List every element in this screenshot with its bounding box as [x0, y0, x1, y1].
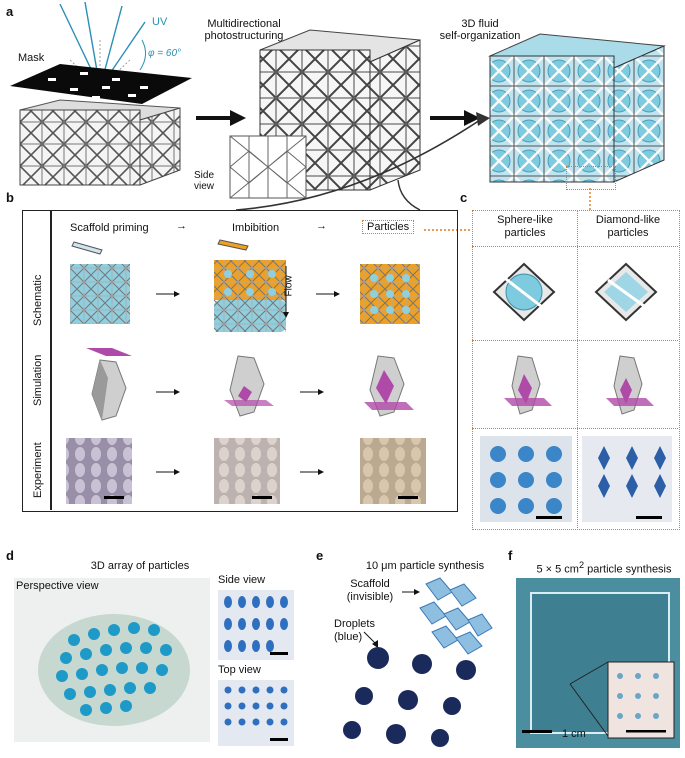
droplets-line1: Droplets — [334, 618, 375, 630]
side-view-d-label: Side view — [218, 574, 266, 586]
arrow-right-icon-2 — [430, 110, 480, 126]
lattice-with-fluid — [488, 33, 666, 183]
droplets-label: Droplets (blue) — [334, 618, 375, 644]
top-view-image — [218, 680, 294, 746]
experiment-row — [66, 438, 426, 504]
panel-d-title: 3D array of particles — [90, 560, 190, 572]
mask-plate — [10, 64, 192, 104]
step-arrow-2: → — [316, 220, 327, 232]
col-header-sphere: Sphere-like particles — [474, 214, 576, 240]
flow-label: Flow — [283, 275, 295, 297]
panel-a-label: a — [6, 4, 14, 19]
title-mid-line2: photostructuring — [204, 30, 284, 42]
panel-c-col-divider — [577, 210, 578, 528]
col-header-diamond: Diamond-like particles — [578, 214, 678, 240]
row-label-simulation: Simulation — [32, 354, 44, 406]
arrow-right-icon — [196, 110, 246, 126]
step-imbibition: Imbibition — [232, 222, 280, 234]
panel-e-graphic — [343, 577, 493, 747]
row-label-schematic: Schematic — [32, 274, 44, 326]
title-right-line1: 3D fluid — [461, 18, 499, 30]
col1-line1: Sphere-like — [497, 214, 553, 226]
zoom-region-box — [566, 166, 616, 190]
scaffold-label: Scaffold (invisible) — [340, 578, 400, 604]
title-right-line2: self-organization — [439, 30, 521, 42]
panel-f-zoom-lines — [522, 661, 675, 739]
panel-f-label: f — [508, 548, 513, 563]
panel-b-frame — [22, 210, 458, 512]
panel-e-label: e — [316, 548, 324, 563]
scaffold-line2: (invisible) — [346, 591, 394, 603]
perspective-view-label: Perspective view — [16, 580, 99, 592]
phi-label: φ = 60° — [148, 48, 182, 59]
panel-c-label: c — [460, 190, 468, 205]
panel-f-title-sup: 2 — [578, 560, 585, 570]
title-multidirectional: Multidirectional photostructuring — [194, 18, 294, 42]
panel-c-cells — [480, 262, 672, 522]
title-self-organization: 3D fluid self-organization — [420, 18, 540, 42]
mask-label: Mask — [18, 52, 45, 64]
panel-c-row-divider-1 — [472, 246, 678, 247]
scaffold-line1: Scaffold — [350, 578, 390, 590]
top-view-label: Top view — [218, 664, 261, 676]
droplets-line2: (blue) — [334, 631, 363, 643]
title-mid-line1: Multidirectional — [207, 18, 281, 30]
step-arrow-1: → — [176, 220, 187, 232]
col2-line2: particles — [607, 227, 649, 239]
connector-curve — [235, 112, 591, 231]
simulation-row — [86, 348, 414, 421]
panel-c-frame — [472, 210, 680, 530]
step-scaffold-priming: Scaffold priming — [70, 222, 149, 234]
panel-f-title: 5 × 5 cm2 particle synthesis — [524, 560, 684, 576]
panel-b-label: b — [6, 190, 14, 205]
panel-c-row-divider-3 — [472, 428, 678, 429]
col1-line2: particles — [504, 227, 546, 239]
panel-f-title-pre: 5 × 5 cm — [536, 563, 579, 576]
row-label-experiment: Experiment — [32, 442, 44, 498]
schematic-row — [70, 239, 420, 332]
panel-f-title-post: particle synthesis — [584, 563, 672, 576]
scale-bar-label: 1 cm — [562, 728, 586, 740]
uv-label: UV — [152, 16, 168, 28]
side-view-d-image — [218, 590, 294, 660]
lattice-scaffold-left — [19, 99, 181, 186]
side-view-label: Side view — [194, 170, 215, 192]
panel-c-row-divider-2 — [472, 340, 678, 341]
step-particles: Particles — [362, 220, 415, 234]
col2-line1: Diamond-like — [595, 214, 661, 226]
panel-e-title: 10 μm particle synthesis — [365, 560, 485, 572]
panel-b-divider — [50, 210, 52, 510]
perspective-particles — [38, 614, 190, 726]
panel-d-label: d — [6, 548, 14, 563]
side-view-inset — [229, 135, 307, 199]
